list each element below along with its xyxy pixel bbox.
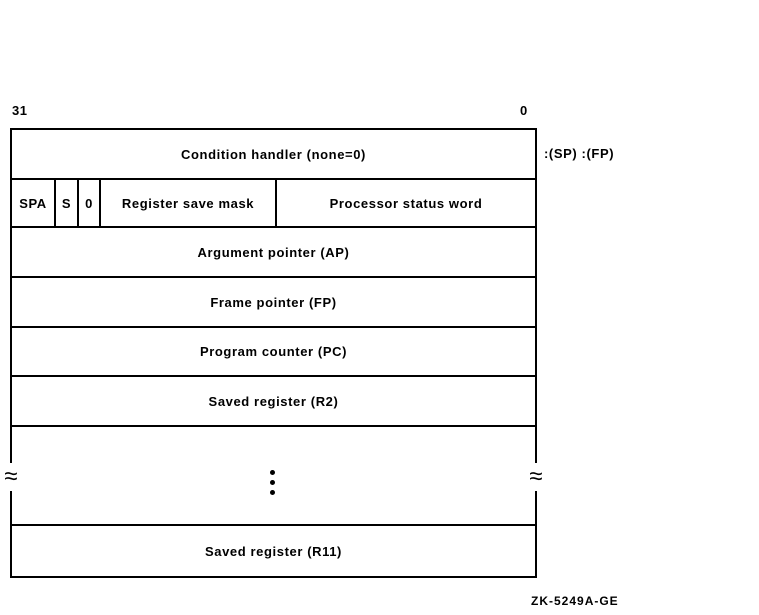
row-label: Saved register (R11): [204, 543, 342, 559]
cell-label: Register save mask: [121, 195, 255, 211]
cell-label: 0: [85, 195, 93, 211]
row-saved-register-r11: Saved register (R11): [12, 526, 535, 576]
cell-zero: 0: [79, 180, 101, 226]
cell-label: SPA: [19, 195, 47, 211]
row-saved-register-r2: Saved register (R2): [12, 377, 535, 427]
cell-processor-status-word: Processor status word: [277, 180, 535, 226]
break-squiggle-right-icon: ≈: [529, 463, 543, 491]
ellipsis-dot: [270, 480, 275, 485]
call-frame-table: Condition handler (none=0) SPA S 0 Regis…: [10, 128, 537, 578]
ellipsis-dot: [270, 490, 275, 495]
row-label: Saved register (R2): [208, 393, 339, 409]
row-program-counter: Program counter (PC): [12, 328, 535, 377]
row-label: Argument pointer (AP): [197, 244, 350, 260]
cell-s: S: [56, 180, 79, 226]
row-section-break: [12, 427, 535, 526]
stack-pointer-annotation: :(SP) :(FP): [544, 146, 615, 161]
row-frame-pointer: Frame pointer (FP): [12, 278, 535, 328]
cell-label: Processor status word: [329, 195, 483, 211]
row-label: Condition handler (none=0): [181, 146, 366, 162]
bit-position-label-31: 31: [12, 103, 28, 118]
vertical-ellipsis-icon: [270, 470, 275, 495]
row-argument-pointer: Argument pointer (AP): [12, 228, 535, 278]
row-condition-handler: Condition handler (none=0): [12, 130, 535, 180]
ellipsis-dot: [270, 470, 275, 475]
cell-spa: SPA: [12, 180, 56, 226]
cell-label: S: [61, 195, 72, 211]
cell-register-save-mask: Register save mask: [101, 180, 277, 226]
break-squiggle-left-icon: ≈: [4, 463, 18, 491]
bit-position-label-0: 0: [520, 103, 528, 118]
row-mask-psw: SPA S 0 Register save mask Processor sta…: [12, 180, 535, 228]
row-label: Frame pointer (FP): [210, 294, 337, 310]
figure-reference-label: ZK-5249A-GE: [531, 594, 619, 608]
row-label: Program counter (PC): [199, 344, 348, 359]
